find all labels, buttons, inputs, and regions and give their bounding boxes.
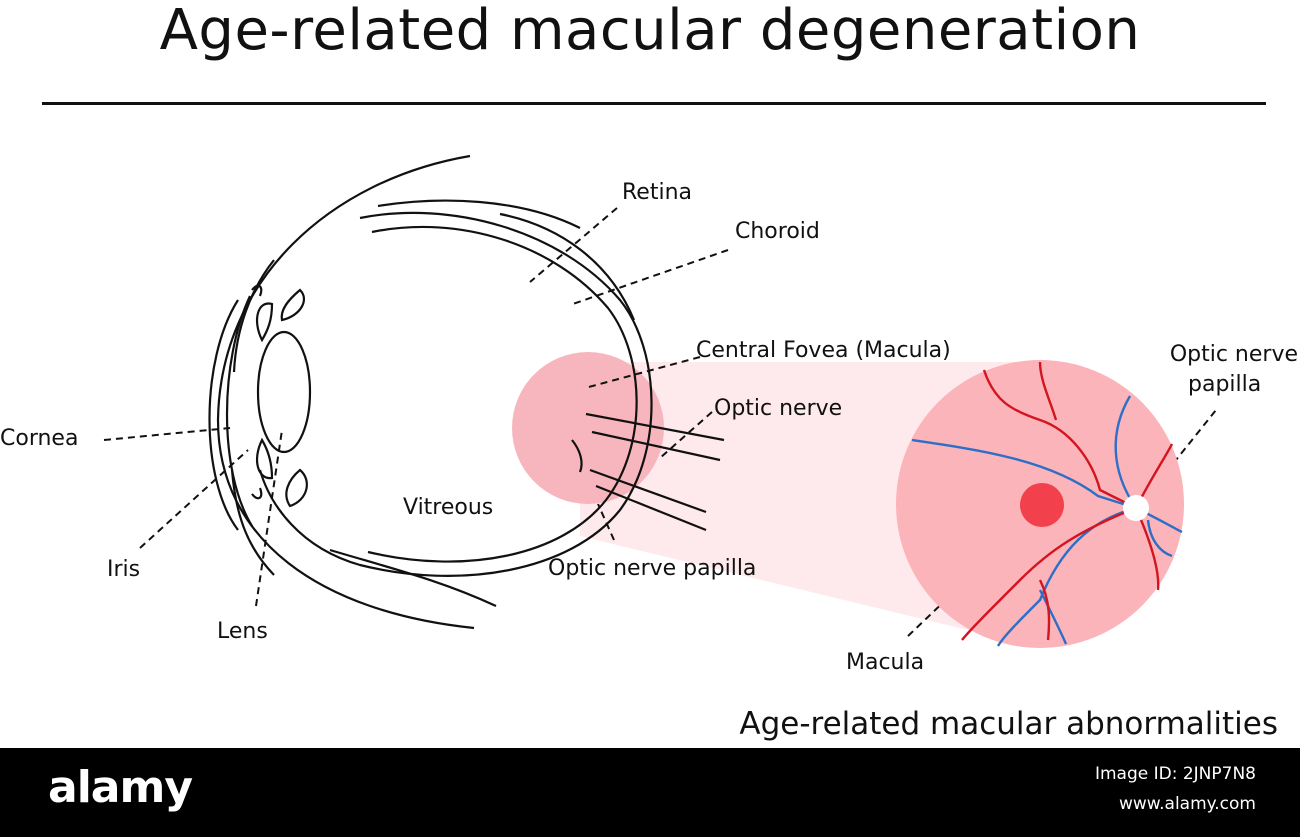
label-zoom-papilla-line1: Optic nerve [1169, 342, 1298, 367]
lens-shape [256, 330, 312, 454]
optic-nerve-shape [571, 412, 725, 532]
eye-diagram [103, 154, 1217, 648]
label-cornea: Cornea [0, 426, 79, 451]
eyeball-outline [216, 154, 653, 630]
macula-spot [1020, 483, 1064, 527]
label-iris: Iris [107, 557, 141, 582]
figure-caption: Age-related macular abnormalities [739, 706, 1278, 742]
label-zoom-papilla-line2: papilla [1188, 372, 1262, 397]
page-title: Age-related macular degeneration [159, 0, 1141, 63]
title-underline [42, 102, 1266, 105]
label-lens: Lens [217, 619, 268, 644]
label-optic-nerve: Optic nerve [714, 396, 843, 421]
label-macula: Macula [846, 650, 925, 675]
brand-logo: alamy [48, 762, 193, 813]
label-optic-nerve-papilla: Optic nerve papilla [548, 556, 757, 581]
site-url: www.alamy.com [1118, 794, 1256, 814]
image-id: Image ID: 2JNP7N8 [1094, 764, 1256, 784]
macula-highlight [512, 352, 664, 504]
front-segment [208, 284, 312, 531]
footer-bar: alamy Image ID: 2JNP7N8 www.alamy.com [0, 748, 1300, 837]
label-choroid: Choroid [735, 219, 820, 244]
optic-disc [1123, 495, 1149, 521]
label-retina: Retina [622, 180, 692, 205]
label-vitreous: Vitreous [403, 495, 494, 520]
label-central-fovea: Central Fovea (Macula) [696, 338, 951, 363]
